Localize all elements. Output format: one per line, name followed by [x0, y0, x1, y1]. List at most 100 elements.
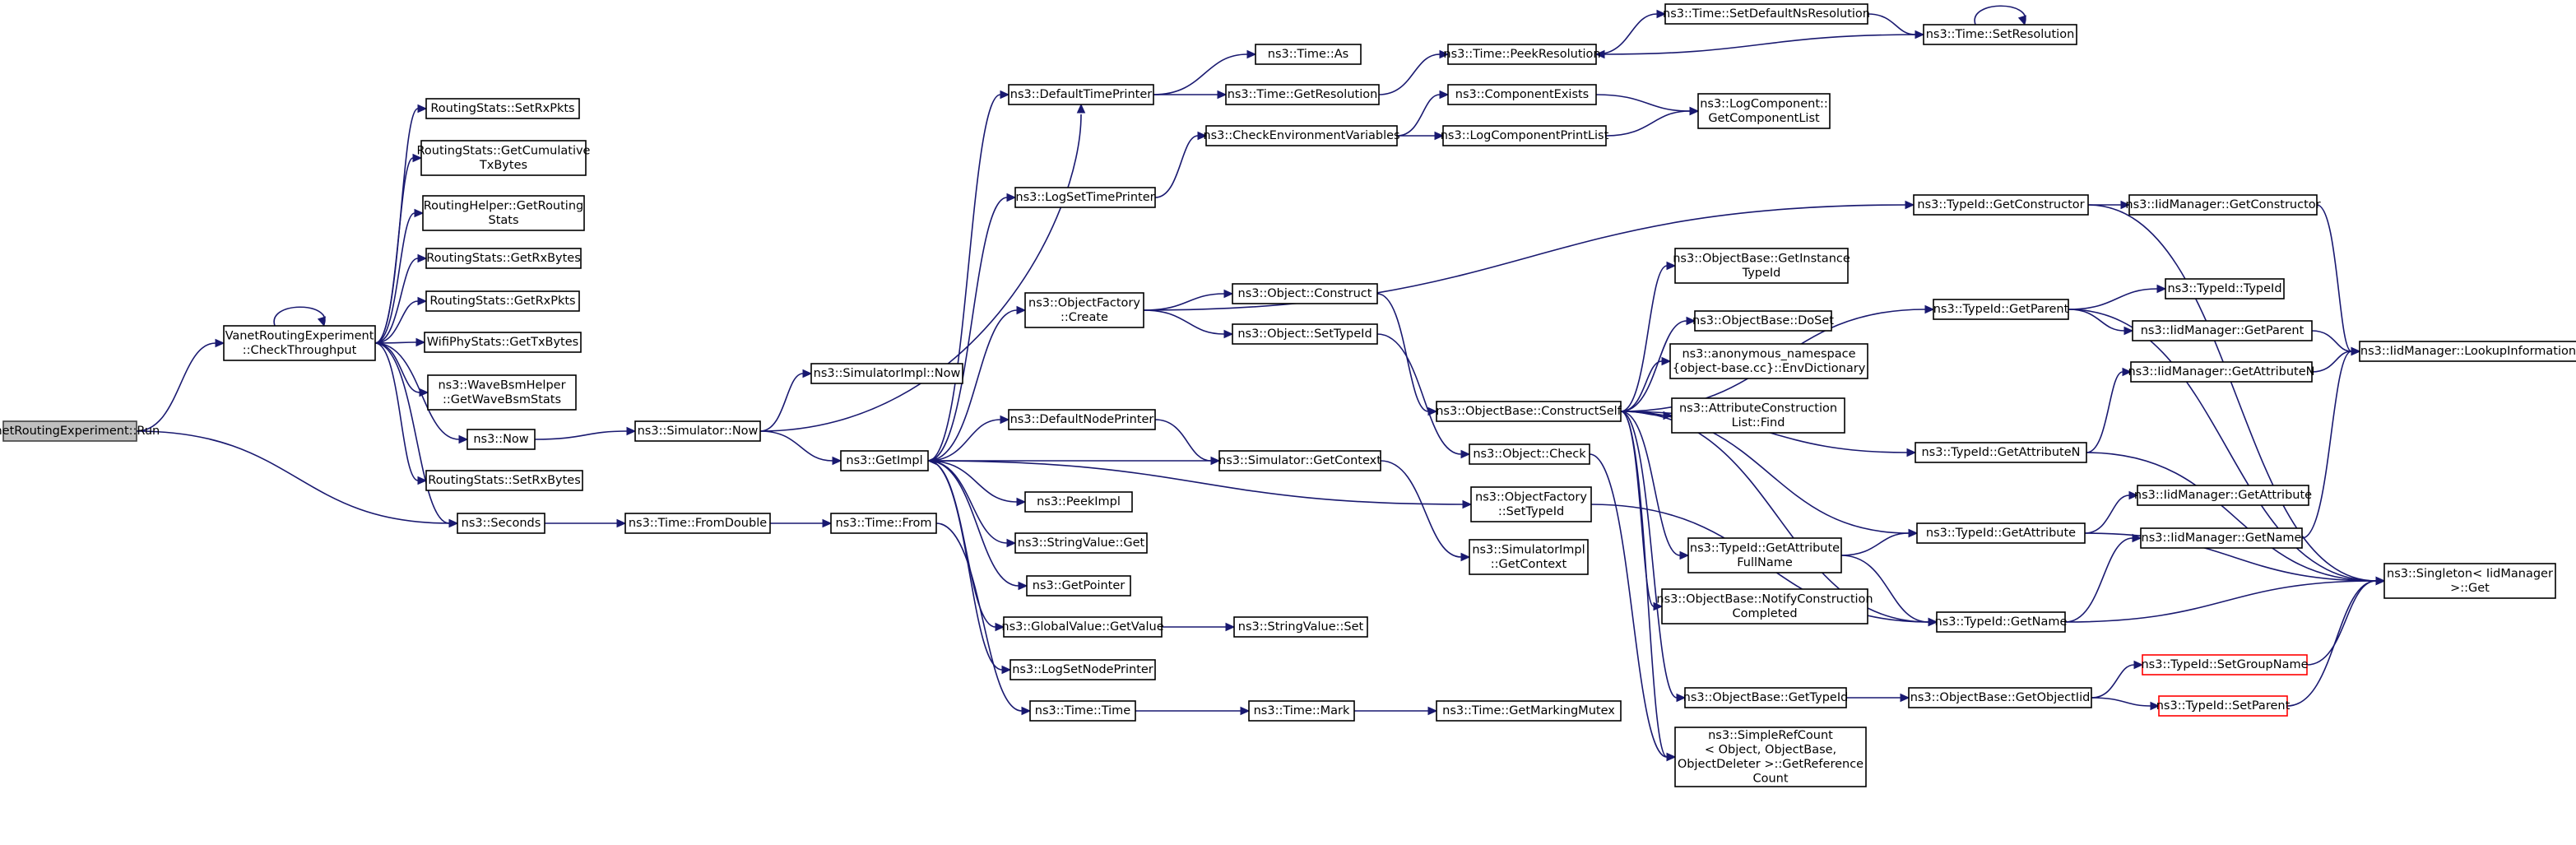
node-label: ns3::Now — [473, 433, 528, 446]
node-obgettid[interactable]: ns3::ObjectBase::GetTypeId — [1683, 687, 1849, 708]
node-tgn[interactable]: ns3::TypeId::GetName — [1935, 611, 2068, 633]
node-run[interactable]: VanetRoutingExperiment::Run — [0, 420, 160, 442]
node-peekres[interactable]: ns3::Time::PeekResolution — [1443, 44, 1601, 65]
node-ofcreate[interactable]: ns3::ObjectFactory::Create — [1024, 292, 1144, 328]
node-box — [1933, 299, 2069, 320]
node-label: ns3::TypeId::TypeId — [2167, 282, 2281, 295]
node-from[interactable]: ns3::Time::From — [830, 513, 937, 534]
node-box — [1205, 125, 1398, 146]
node-lcpl[interactable]: ns3::LogComponentPrintList — [1441, 125, 1609, 146]
node-getrxb[interactable]: RoutingStats::GetRxBytes — [425, 248, 582, 269]
node-getimpl[interactable]: ns3::GetImpl — [840, 450, 929, 471]
node-check[interactable]: VanetRoutingExperiment::CheckThroughput — [223, 325, 376, 361]
node-setres[interactable]: ns3::Time::SetResolution — [1923, 24, 2077, 45]
node-markmutex[interactable]: ns3::Time::GetMarkingMutex — [1436, 700, 1622, 722]
node-peek[interactable]: ns3::PeekImpl — [1024, 491, 1133, 513]
node-cself[interactable]: ns3::ObjectBase::ConstructSelf — [1436, 401, 1622, 422]
node-tga[interactable]: ns3::TypeId::GetAttribute — [1916, 522, 2086, 544]
node-tidtid[interactable]: ns3::TypeId::TypeId — [2165, 278, 2285, 299]
node-label: ns3::Object::Check — [1473, 448, 1586, 461]
node-tsgn[interactable]: ns3::TypeId::SetGroupName — [2141, 654, 2309, 676]
node-imgn[interactable]: ns3::IidManager::GetName — [2140, 527, 2303, 549]
node-label: ns3::Time::GetMarkingMutex — [1442, 704, 1615, 717]
edge-arrowhead — [1439, 90, 1450, 100]
edge-tgafn-to-tga — [1840, 528, 1919, 556]
edge-cev-to-lcpl — [1397, 131, 1445, 141]
edge-line — [1380, 460, 1462, 558]
edge-cself-to-obgettid — [1620, 411, 1687, 703]
node-now[interactable]: ns3::Now — [466, 429, 536, 450]
edge-check-to-rhget — [374, 208, 425, 344]
node-imga[interactable]: ns3::IidManager::GetAttribute — [2134, 485, 2312, 506]
node-gvget[interactable]: ns3::GlobalValue::GetValue — [1001, 616, 1164, 638]
node-imli[interactable]: ns3::IidManager::LookupInformation — [2359, 341, 2576, 362]
edge-line — [1620, 320, 1687, 412]
node-imgc[interactable]: ns3::IidManager::GetConstructor — [2125, 194, 2321, 216]
node-ofset[interactable]: ns3::ObjectFactory::SetTypeId — [1470, 486, 1592, 522]
node-label: {object-base.cc}::EnvDictionary — [1673, 362, 1866, 375]
node-timetime[interactable]: ns3::Time::Time — [1029, 700, 1136, 722]
edge-line — [374, 258, 419, 344]
node-tgp[interactable]: ns3::TypeId::GetParent — [1933, 299, 2069, 320]
node-getrxp[interactable]: RoutingStats::GetRxPkts — [425, 290, 580, 312]
node-cev[interactable]: ns3::CheckEnvironmentVariables — [1203, 125, 1400, 146]
edge-line — [534, 430, 628, 440]
node-svget[interactable]: ns3::StringValue::Get — [1014, 532, 1148, 554]
node-mark[interactable]: ns3::Time::Mark — [1248, 700, 1355, 722]
node-objcheck[interactable]: ns3::Object::Check — [1469, 443, 1590, 465]
node-imgp[interactable]: ns3::IidManager::GetParent — [2132, 320, 2313, 341]
edge-arrowhead — [1006, 193, 1017, 202]
node-compexists[interactable]: ns3::ComponentExists — [1447, 84, 1597, 105]
node-setdef[interactable]: ns3::Time::SetDefaultNsResolution — [1663, 3, 1870, 25]
node-label: ns3::Simulator::Now — [638, 425, 759, 438]
node-getptr[interactable]: ns3::GetPointer — [1026, 575, 1131, 597]
node-fromdouble[interactable]: ns3::Time::FromDouble — [624, 513, 771, 534]
node-timeas[interactable]: ns3::Time::As — [1255, 44, 1362, 65]
node-singleton[interactable]: ns3::Singleton< IidManager>::Get — [2383, 563, 2556, 599]
edge-simnow-to-getimpl — [759, 430, 842, 466]
node-obnotify[interactable]: ns3::ObjectBase::NotifyConstructionCompl… — [1656, 588, 1873, 624]
node-simimplctx[interactable]: ns3::SimulatorImpl::GetContext — [1469, 539, 1589, 575]
node-box — [1916, 522, 2086, 544]
node-box — [1248, 700, 1355, 722]
node-settypeid[interactable]: ns3::Object::SetTypeId — [1232, 323, 1378, 345]
node-seconds[interactable]: ns3::Seconds — [457, 513, 545, 534]
node-getres[interactable]: ns3::Time::GetResolution — [1225, 84, 1380, 105]
node-imgan[interactable]: ns3::IidManager::GetAttributeN — [2128, 361, 2315, 383]
edge-peekres-to-setdef — [1595, 9, 1667, 55]
edge-line — [935, 522, 1023, 712]
edge-line — [2084, 494, 2130, 534]
node-envdict[interactable]: ns3::anonymous_namespace{object-base.cc}… — [1669, 343, 1868, 379]
node-wave[interactable]: ns3::WaveBsmHelper::GetWaveBsmStats — [427, 374, 577, 411]
node-dtp[interactable]: ns3::DefaultTimePrinter — [1008, 84, 1154, 105]
node-svset[interactable]: ns3::StringValue::Set — [1233, 616, 1368, 638]
edge-arrowhead — [1000, 415, 1010, 425]
node-obgoi[interactable]: ns3::ObjectBase::GetObjectIid — [1908, 687, 2092, 708]
node-dnp[interactable]: ns3::DefaultNodePrinter — [1008, 409, 1156, 430]
edge-line — [1143, 293, 1225, 311]
node-construct[interactable]: ns3::Object::Construct — [1232, 283, 1378, 304]
node-setrxb[interactable]: RoutingStats::SetRxBytes — [425, 470, 583, 491]
node-box — [1255, 44, 1362, 65]
node-tgan[interactable]: ns3::TypeId::GetAttributeN — [1915, 442, 2087, 463]
node-label: GetComponentList — [1708, 112, 1820, 125]
node-setrx[interactable]: RoutingStats::SetRxPkts — [425, 98, 580, 119]
node-obdoset[interactable]: ns3::ObjectBase::DoSet — [1692, 310, 1834, 332]
node-box — [422, 195, 585, 231]
node-lcgcl[interactable]: ns3::LogComponent::GetComponentList — [1697, 93, 1831, 129]
node-lstp[interactable]: ns3::LogSetTimePrinter — [1014, 187, 1156, 208]
node-wifitx[interactable]: WifiPhyStats::GetTxBytes — [424, 332, 582, 353]
node-tsp[interactable]: ns3::TypeId::SetParent — [2156, 695, 2291, 717]
node-srcount[interactable]: ns3::SimpleRefCount< Object, ObjectBase,… — [1674, 727, 1867, 787]
node-simimplnow[interactable]: ns3::SimulatorImpl::Now — [810, 363, 963, 384]
node-lsnp[interactable]: ns3::LogSetNodePrinter — [1010, 659, 1156, 680]
node-simnow[interactable]: ns3::Simulator::Now — [634, 420, 761, 442]
node-tgc[interactable]: ns3::TypeId::GetConstructor — [1913, 194, 2089, 216]
node-simgetctx[interactable]: ns3::Simulator::GetContext — [1218, 450, 1381, 471]
edge-arrowhead — [1594, 49, 1605, 59]
